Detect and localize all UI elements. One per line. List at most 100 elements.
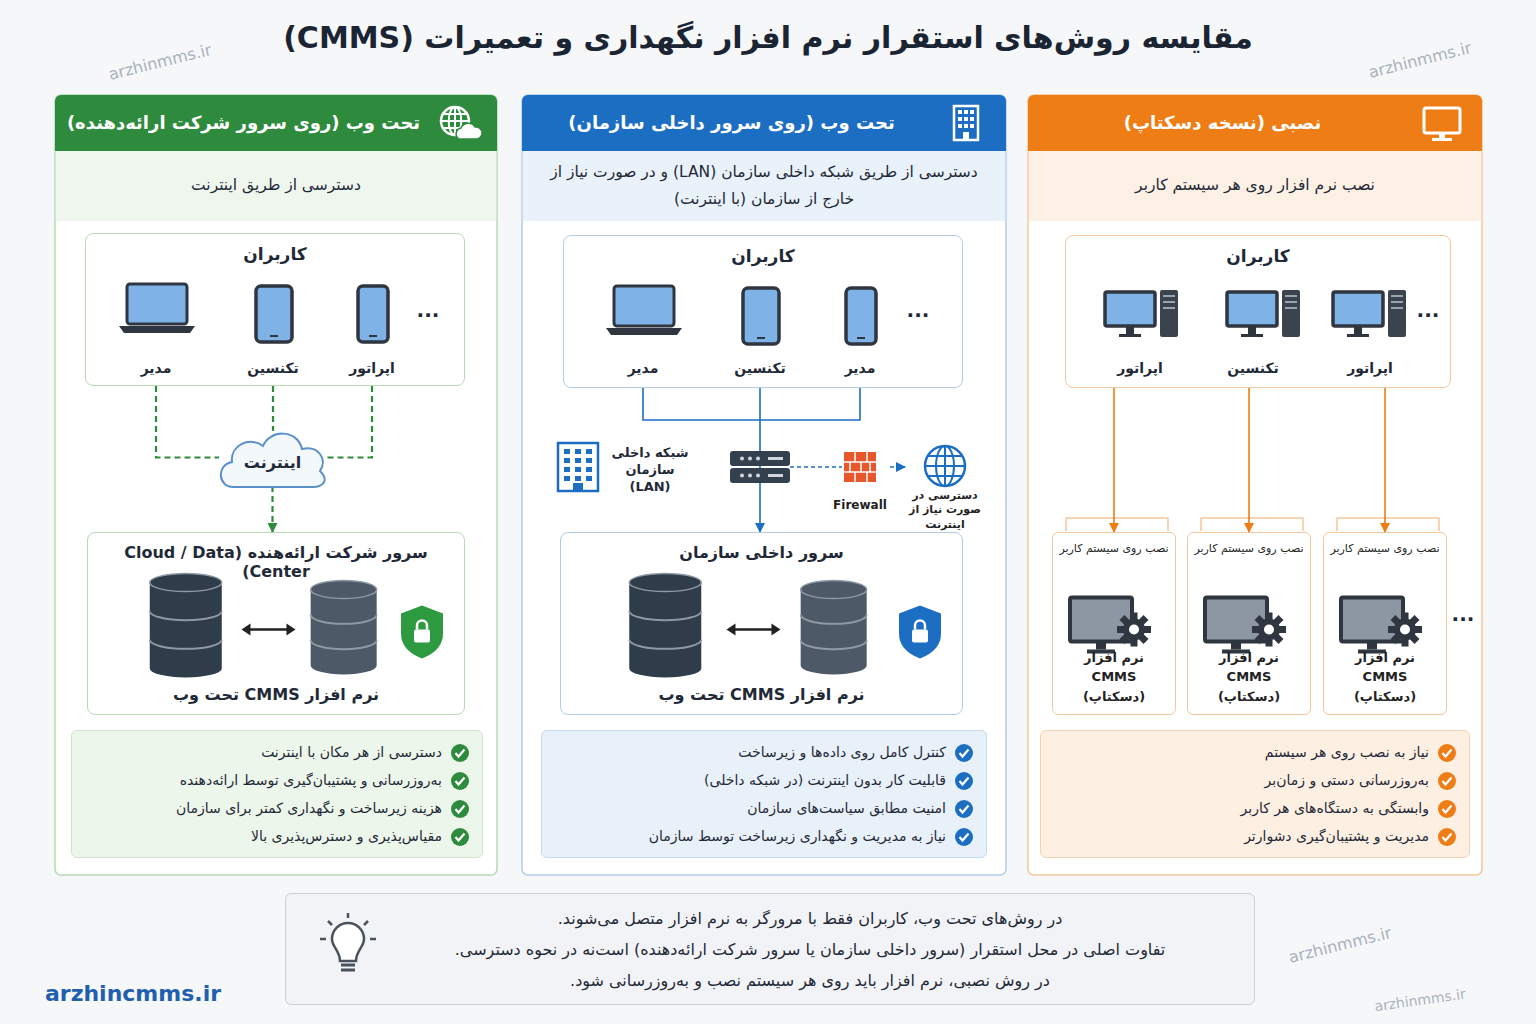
server-icon-part: [150, 611, 222, 620]
internet-cloud: اینترنت: [215, 425, 330, 490]
users-icon-part: [127, 284, 187, 324]
node-text: کاربران: [86, 234, 464, 264]
feat-icon-part: [960, 778, 969, 785]
network-decor-part: [586, 476, 592, 481]
feature-item: به‌روزرسانی و پشتیبان‌گیری توسط ارائه‌ده…: [82, 766, 442, 794]
watermark: arzhinmms.ir: [1287, 923, 1394, 967]
feature-item: قابلیت کار بدون اینترنت (در شبکه داخلی): [552, 766, 946, 794]
note-icon-part: [328, 921, 332, 925]
users-icon-part: [1391, 295, 1403, 297]
inet-icon: [925, 446, 965, 486]
server-icon-part: [311, 581, 377, 599]
install-icon: [1188, 533, 1310, 714]
users-icon-part: [1163, 295, 1175, 297]
header-icon-part: [970, 124, 974, 128]
users-icon-part: [757, 337, 765, 339]
inet-icon-part: [925, 465, 965, 467]
install-icon-part: [1231, 643, 1241, 650]
network-decor-part: [756, 457, 760, 461]
feat-icon-part: [1438, 772, 1456, 790]
network-decor-part: [575, 458, 581, 463]
network-decor-part: [756, 474, 760, 478]
feature-item: امنیت مطابق سیاست‌های سازمان: [552, 794, 946, 822]
install-icon-part: [1070, 598, 1132, 642]
feat-icon-part: [451, 828, 469, 846]
network-decor-part: [730, 451, 790, 466]
note-icon-part: [341, 969, 355, 972]
users-icon-part: [1347, 334, 1369, 337]
node-text: نرم افزار CMMS (دسکتاپ): [1324, 648, 1446, 715]
header-icon-part: [964, 110, 968, 114]
feat-icon-part: [960, 806, 969, 813]
feature-item: نیاز به نصب روی هر سیستم: [1051, 738, 1429, 766]
panel-subtitle: دسترسی از طریق شبکه داخلی سازمان (LAN) و…: [522, 151, 1006, 221]
users-icon-part: [256, 286, 292, 342]
server-icon-part: [801, 581, 867, 599]
node-text: تفاوت اصلی در محل استقرار (سرور داخلی سا…: [396, 934, 1224, 965]
install-icon-part-part: [1400, 625, 1410, 635]
caption-label: اپراتور: [1347, 360, 1393, 376]
feat-icon: [1438, 744, 1456, 846]
header-icon: [954, 106, 978, 140]
caption-label: تکنسین: [1227, 360, 1279, 376]
label-slot: تکنسین: [247, 360, 299, 376]
panel-frame: [1028, 95, 1482, 875]
deployment-panel: تحت وب (روی سرور داخلی سازمان)دسترسی از …: [522, 95, 1006, 875]
title-slot: مقایسه روش‌های استقرار نرم افزار نگهداری…: [0, 20, 1536, 55]
header-icon-part: [964, 117, 968, 121]
node-text: سرور داخلی سازمان: [571, 543, 952, 562]
install-icon-part-part: [1129, 625, 1139, 635]
caption-label: اپراتور: [349, 360, 395, 376]
install-box: نصب روی سیستم کاربرنرم افزار CMMS (دسکتا…: [1323, 532, 1447, 715]
node-text: در روش‌های تحت وب، کاربران فقط با مرورگر…: [396, 903, 1224, 934]
server-icon-part: [899, 606, 941, 659]
fw-icon: [844, 452, 876, 482]
note-icon-part: [332, 923, 364, 961]
feature-item: کنترل کامل روی داده‌ها و زیرساخت: [552, 738, 946, 766]
server-icon-part: [311, 590, 377, 675]
users-icon-part: [1163, 307, 1175, 309]
header-icon-part: [456, 123, 482, 139]
network-decor-part: [575, 476, 581, 481]
header-icon: [1424, 108, 1460, 141]
features-box: دسترسی از هر مکان با اینترنتبه‌روزرسانی …: [71, 730, 483, 858]
caption-label: تکنسین: [734, 360, 786, 376]
users-icon-part: [743, 288, 779, 344]
diagram-title: مقایسه روش‌های استقرار نرم افزار نگهداری…: [0, 20, 1536, 55]
panel-frame-part: [55, 135, 497, 151]
install-icon-part-part: [1264, 625, 1274, 635]
network-decor-part: [748, 457, 752, 461]
feat-icon-part: [451, 772, 469, 790]
header-icon-part: [443, 113, 467, 115]
label-slot: تکنسین: [734, 360, 786, 376]
cloud-icon-part: [221, 434, 325, 487]
connector: [1248, 388, 1250, 532]
server-icon-part: [150, 583, 222, 678]
users-icon: [1105, 290, 1406, 337]
users-icon-part: [1391, 307, 1403, 309]
deployment-panel: تحت وب (روی سرور شرکت ارائه‌دهنده)دسترسی…: [55, 95, 497, 875]
server-box: سرور شرکت ارائه‌هنده (Cloud / Data Cente…: [87, 532, 465, 715]
node-text: نرم افزار CMMS (دسکتاپ): [1188, 648, 1310, 715]
users-icon-part: [1227, 292, 1277, 326]
feat-icon-part: [1438, 828, 1456, 846]
fw-icon-part: [854, 472, 856, 482]
inet-icon-part: [928, 455, 963, 457]
feat-icon-part: [960, 834, 969, 841]
feat-icon-part: [960, 750, 969, 757]
server-icon-part: [801, 615, 867, 624]
note-box: در روش‌های تحت وب، کاربران فقط با مرورگر…: [285, 893, 1255, 1005]
install-icon: [1205, 598, 1286, 654]
inet-icon-part: [928, 475, 963, 477]
server-icon-part: [726, 624, 780, 636]
node-text: نرم افزار CMMS (دسکتاپ): [1053, 648, 1175, 715]
network-decor-part: [575, 449, 581, 454]
fw-icon-part: [854, 452, 856, 462]
node-text: نصب روی سیستم کاربر: [1194, 533, 1303, 555]
users-icon-part: [1282, 290, 1300, 337]
header-icon-part: [963, 132, 969, 140]
caption-label: ...: [907, 298, 930, 322]
